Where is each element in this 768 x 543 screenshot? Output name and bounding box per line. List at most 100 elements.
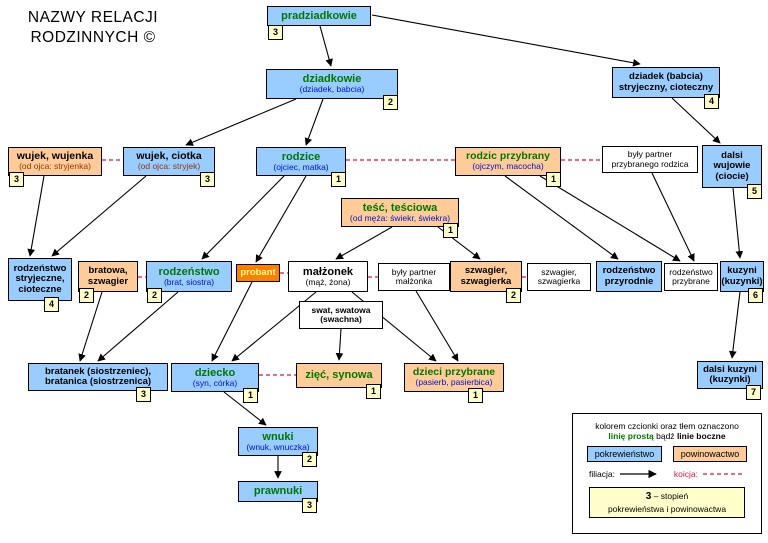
node-title: kuzyni (kuzynki) xyxy=(721,265,763,287)
node-title: rodzice xyxy=(281,150,321,163)
node-tesc-tesciowa: teść, teściowa (od męża: świekr, świekra… xyxy=(341,198,459,227)
node-dzieci-przybrane: dzieci przybrane (pasierb, pasierbica) xyxy=(404,363,504,392)
node-subtitle: (mąż, żona) xyxy=(305,276,351,287)
node-dalsi-wujowie: dalsi wujowie (ciocie) xyxy=(702,145,762,188)
node-subtitle: (wnuk, wnuczka) xyxy=(246,441,310,452)
degree-badge-rodzenstwo: 2 xyxy=(147,288,162,303)
node-title: dziadkowie xyxy=(302,73,362,86)
degree-badge-rodzice: 1 xyxy=(331,172,346,187)
node-rodzenstwo-przyrodnie: rodzeństwo przyrodnie xyxy=(596,261,662,292)
node-title: wnuki xyxy=(262,430,294,443)
node-rodzenstwo: rodzeństwo (brat, siostra) xyxy=(146,261,232,292)
legend-degree-box: 3 – stopień pokrewieństwa i powinowactwa xyxy=(589,487,745,519)
legend-line-types: filiacja: koicja: xyxy=(583,469,751,479)
node-byly-partner-rodzica: były partner przybranego rodzica xyxy=(602,146,698,173)
legend-side-lines-label: linie boczne xyxy=(676,431,726,441)
degree-badge-tesc-tesciowa: 1 xyxy=(443,223,458,238)
node-rodzenstwo-stryjeczne: rodzeństwo stryjeczne, cioteczne xyxy=(8,258,72,301)
legend-koicja: koicja: xyxy=(674,469,745,479)
degree-badge-dziadek-stryjeczny: 4 xyxy=(704,94,719,109)
legend-color-chips: pokrewieństwo powinowactwo xyxy=(573,446,761,462)
legend-direct-line-label: linię prostą xyxy=(608,431,654,441)
node-title: wujek, wujenka xyxy=(16,149,94,162)
legend-degree-label1: – stopień xyxy=(653,491,689,501)
page-title-line2: RODZINNYCH © xyxy=(30,29,156,47)
node-wujek-ciotka: wujek, ciotka (od ojca: stryjek) xyxy=(123,147,215,176)
degree-badge-ziec-synowa: 1 xyxy=(366,384,381,399)
legend-caption-mid: bądź xyxy=(656,431,675,441)
degree-badge-wujek-wujenka: 3 xyxy=(9,172,24,187)
degree-badge-dziadkowie: 2 xyxy=(383,95,398,110)
node-title: szwagier, szwagierka xyxy=(460,265,512,287)
page-title: NAZWY RELACJI RODZINNYCH © xyxy=(8,8,178,48)
degree-badge-dzieci-przybrane: 1 xyxy=(468,388,483,403)
degree-badge-kuzyni: 6 xyxy=(748,288,763,303)
node-dziecko: dziecko (syn, córka) xyxy=(171,363,259,392)
node-title: wujek, ciotka xyxy=(136,149,202,162)
node-title: swat, swatowa (swachna) xyxy=(311,304,371,324)
node-bratowa-szwagier: bratowa, szwagier xyxy=(78,261,138,292)
node-title: probant xyxy=(240,266,276,278)
legend: kolorem czcionki oraz tłem oznaczono lin… xyxy=(572,413,762,534)
node-dziadek-stryjeczny: dziadek (babcia) stryjeczny, cioteczny xyxy=(612,67,720,98)
legend-caption: kolorem czcionki oraz tłem oznaczono lin… xyxy=(573,421,761,441)
node-prawnuki: prawnuki xyxy=(238,481,318,502)
node-szwagier-szwagierka: szwagier, szwagierka xyxy=(450,261,522,292)
node-bratanek-bratanica: bratanek (siostrzeniec), bratanica (sios… xyxy=(28,363,168,391)
degree-badge-prawnuki: 3 xyxy=(302,498,317,513)
node-byly-partner-malzonka: były partner małżonka xyxy=(378,263,450,291)
node-subtitle: (od męża: świekr, świekra) xyxy=(349,212,451,223)
node-subtitle: (pasierb, pasierbica) xyxy=(415,377,493,388)
node-title: małżonek xyxy=(302,265,354,278)
node-title: pradziadkowie xyxy=(281,9,357,22)
node-title: bratanek (siostrzeniec), bratanica (sios… xyxy=(44,365,152,387)
node-subtitle: (od ojca: stryjek) xyxy=(137,161,201,172)
node-malzonek: małżonek (mąż, żona) xyxy=(288,261,368,292)
degree-badge-rodzic-przybrany: 1 xyxy=(546,172,561,187)
node-kuzyni: kuzyni (kuzynki) xyxy=(720,261,764,292)
legend-degree-number: 3 xyxy=(645,491,652,502)
node-title: dalsi kuzyni (kuzynki) xyxy=(703,363,757,385)
node-title: dziadek (babcia) stryjeczny, cioteczny xyxy=(618,71,714,93)
koicja-dashed-line-icon xyxy=(703,473,743,475)
node-title: dziecko xyxy=(194,366,236,379)
page-title-line1: NAZWY RELACJI xyxy=(27,9,159,26)
node-subtitle: (ojczym, macocha) xyxy=(472,161,544,172)
node-wnuki: wnuki (wnuk, wnuczka) xyxy=(238,427,318,456)
filiacja-arrow-icon xyxy=(619,469,657,479)
legend-caption-line1: kolorem czcionki oraz tłem oznaczono xyxy=(595,421,739,431)
node-subtitle: (syn, córka) xyxy=(192,377,238,388)
node-subtitle: (od ojca: stryjenka) xyxy=(19,161,91,172)
node-probant: probant xyxy=(236,264,280,282)
node-dalsi-kuzyni: dalsi kuzyni (kuzynki) xyxy=(697,361,763,389)
node-ziec-synowa: zięć, synowa xyxy=(296,363,382,388)
node-title: bratowa, szwagier xyxy=(87,265,129,287)
legend-filiacja: filiacja: xyxy=(589,469,662,479)
node-title: szwagier, szwagierka xyxy=(537,266,581,286)
node-title: prawnuki xyxy=(253,485,303,498)
degree-badge-pradziadkowie: 3 xyxy=(268,25,283,40)
degree-badge-szwagier-szwagierka: 2 xyxy=(506,288,521,303)
degree-badge-rodzenstwo-stryjeczne: 4 xyxy=(44,297,59,312)
node-title: rodzeństwo przybrane xyxy=(669,266,713,286)
node-title: były partner przybranego rodzica xyxy=(611,149,689,169)
degree-badge-dziecko: 1 xyxy=(243,388,258,403)
node-title: były partner małżonka xyxy=(391,266,437,286)
node-subtitle: (ojciec, matka) xyxy=(273,161,329,172)
node-swat-swatowa: swat, swatowa (swachna) xyxy=(299,301,383,329)
node-wujek-wujenka: wujek, wujenka (od ojca: stryjenka) xyxy=(8,147,102,176)
degree-badge-bratanek: 3 xyxy=(136,387,151,402)
node-rodzic-przybrany: rodzic przybrany (ojczym, macocha) xyxy=(455,147,561,176)
legend-chip-powinowactwo: powinowactwo xyxy=(672,446,748,462)
legend-koicja-label: koicja: xyxy=(673,469,698,479)
node-pradziadkowie: pradziadkowie xyxy=(267,6,371,26)
node-title: rodzeństwo stryjeczne, cioteczne xyxy=(13,262,67,295)
legend-filiacja-label: filiacja: xyxy=(588,469,615,479)
node-title: rodzeństwo przyrodnie xyxy=(602,265,656,287)
node-subtitle: (dziadek, babcia) xyxy=(299,84,365,95)
degree-badge-wnuki: 2 xyxy=(302,452,317,467)
node-title: dzieci przybrane xyxy=(412,365,496,378)
node-szwagier-szwagierka-partner: szwagier, szwagierka xyxy=(527,263,591,291)
